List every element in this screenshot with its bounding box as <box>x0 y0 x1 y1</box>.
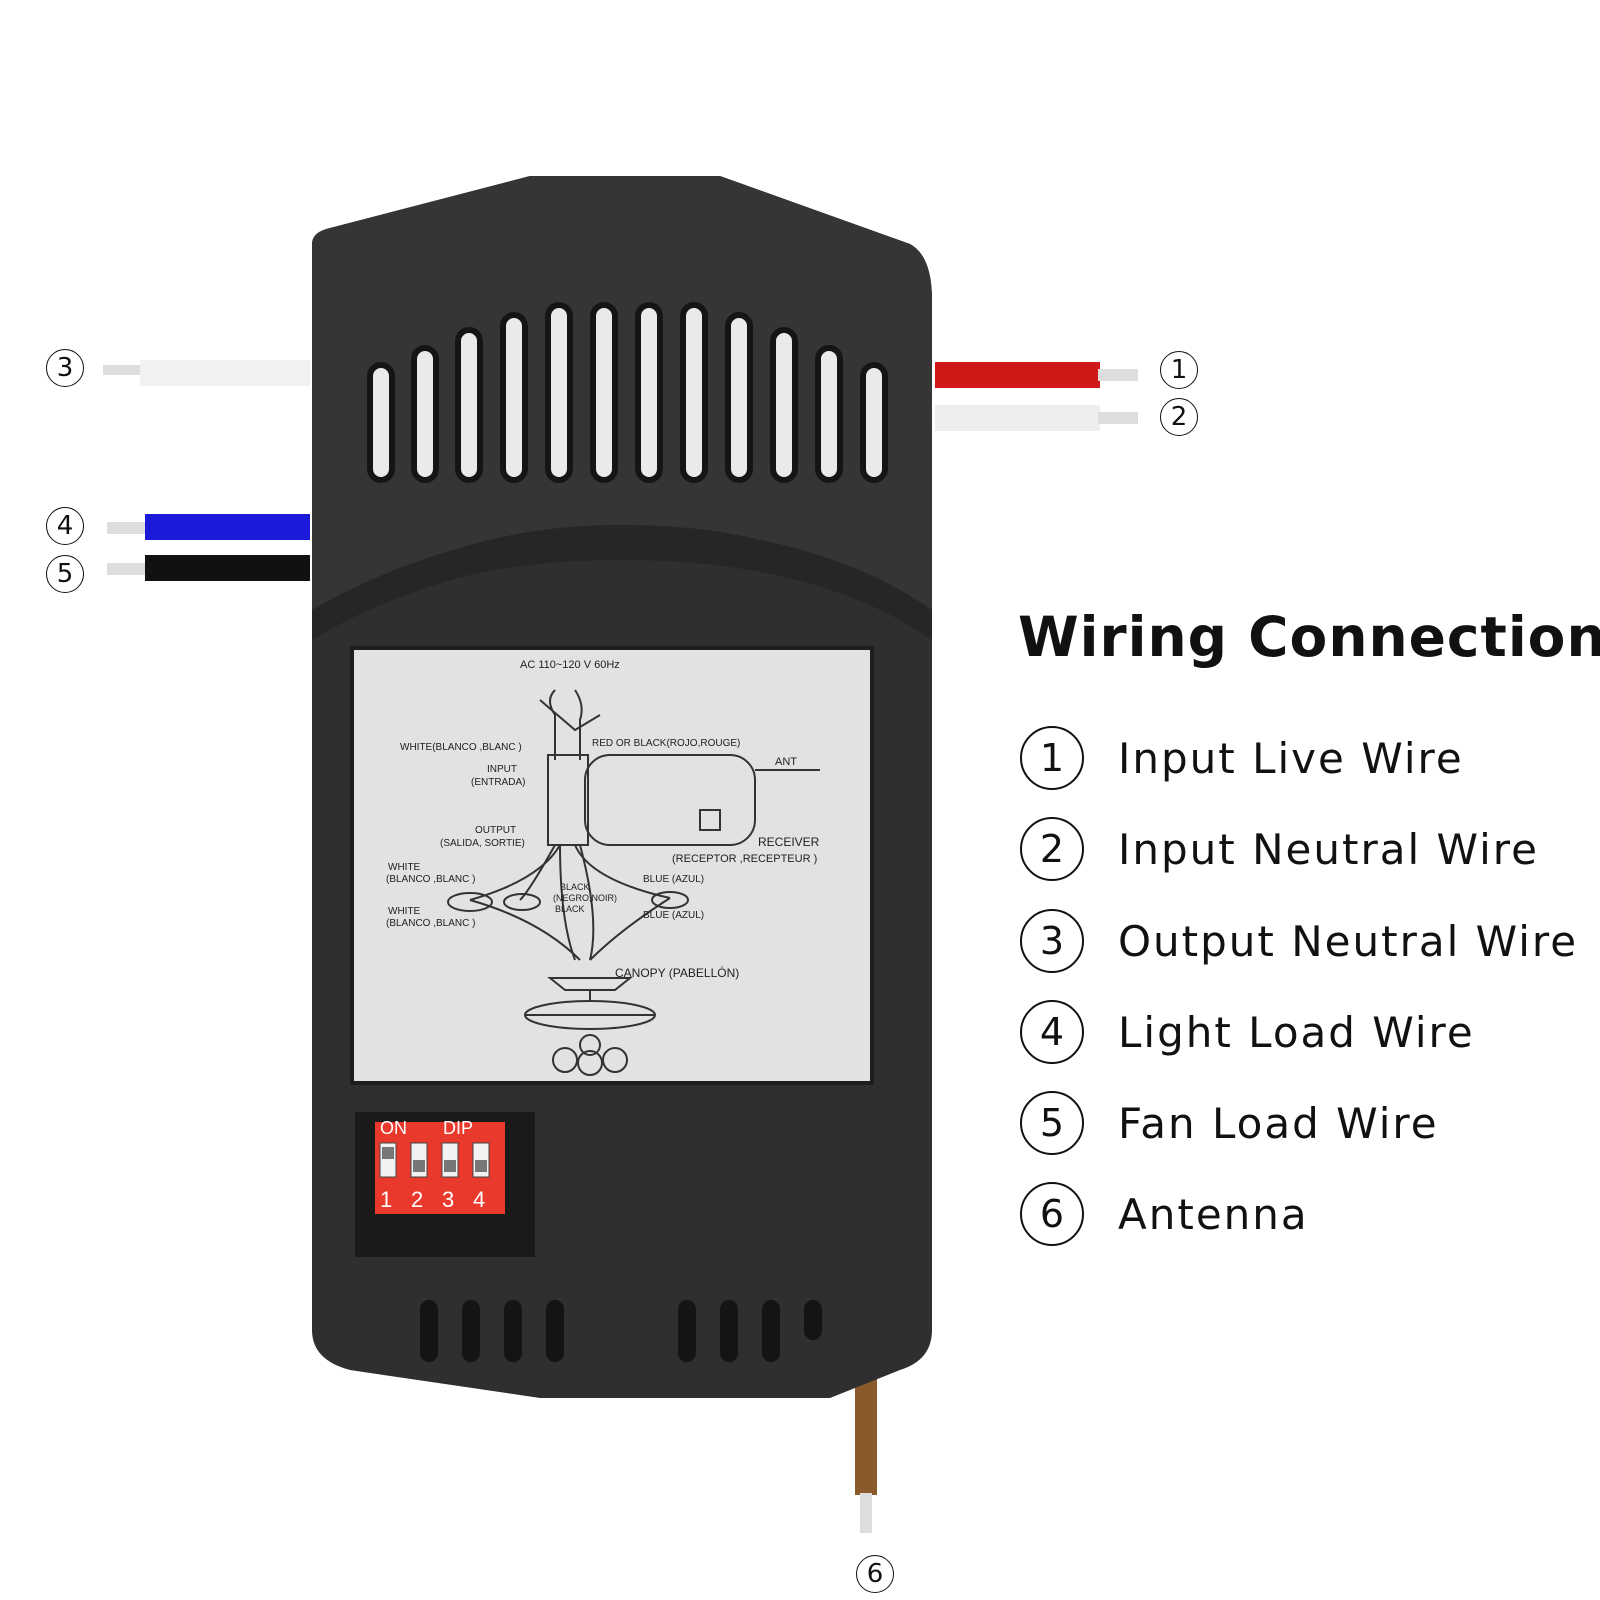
blue2-label: BLUE (AZUL) <box>643 910 704 921</box>
dip-on-label: ON <box>380 1118 407 1138</box>
dip-switch[interactable]: ON DIP 1 2 3 4 <box>355 1112 535 1257</box>
white-low-label: WHITE <box>388 906 421 917</box>
white-low-es-label: (BLANCO ,BLANC ) <box>386 918 475 929</box>
black2-label: BLACK <box>555 904 585 914</box>
legend-text: Fan Load Wire <box>1118 1098 1439 1148</box>
white-mid-es-label: (BLANCO ,BLANC ) <box>386 874 475 885</box>
vent-slots-bottom <box>420 1300 822 1362</box>
callout-6: 6 <box>856 1555 894 1593</box>
fan-load-wire <box>107 555 310 581</box>
blue1-label: BLUE (AZUL) <box>643 874 704 885</box>
ant-label: ANT <box>775 756 797 768</box>
input-es-label: (ENTRADA) <box>471 777 525 788</box>
black-es-label: (NEGRO,NOIR) <box>553 893 617 903</box>
vent-slots-top <box>367 302 888 483</box>
light-load-wire <box>107 514 310 540</box>
output-label: OUTPUT <box>475 825 516 836</box>
legend-text: Input Live Wire <box>1118 733 1464 783</box>
legend-number: 4 <box>1020 1000 1084 1064</box>
legend-item: 1 Input Live Wire <box>1020 722 1464 794</box>
output-es-label: (SALIDA, SORTIE) <box>440 838 525 849</box>
legend-title: Wiring Connection <box>1018 605 1600 669</box>
input-neutral-wire <box>935 405 1138 431</box>
output-neutral-wire <box>103 360 310 386</box>
black-label: BLACK <box>560 882 590 892</box>
red-black-label: RED OR BLACK(ROJO,ROUGE) <box>592 738 740 749</box>
legend-item: 2 Input Neutral Wire <box>1020 813 1539 885</box>
receiver-es-label: (RECEPTOR ,RECEPTEUR ) <box>672 853 817 865</box>
legend-item: 5 Fan Load Wire <box>1020 1087 1439 1159</box>
dip-dip-label: DIP <box>443 1118 473 1138</box>
legend-text: Input Neutral Wire <box>1118 824 1539 874</box>
legend-number: 5 <box>1020 1091 1084 1155</box>
dip-4-label: 4 <box>473 1187 485 1212</box>
legend-text: Antenna <box>1118 1189 1309 1239</box>
legend-item: 6 Antenna <box>1020 1178 1309 1250</box>
legend-number: 3 <box>1020 909 1084 973</box>
legend-number: 6 <box>1020 1182 1084 1246</box>
legend-item: 4 Light Load Wire <box>1020 996 1475 1068</box>
receiver-label: RECEIVER <box>758 835 820 849</box>
legend-text: Output Neutral Wire <box>1118 916 1579 966</box>
input-live-wire <box>935 362 1138 388</box>
callout-3: 3 <box>46 349 84 387</box>
input-label: INPUT <box>487 764 517 775</box>
white-top-label: WHITE(BLANCO ,BLANC ) <box>400 742 522 753</box>
legend-number: 2 <box>1020 817 1084 881</box>
legend-number: 1 <box>1020 726 1084 790</box>
dip-3-label: 3 <box>442 1187 454 1212</box>
white-mid-label: WHITE <box>388 862 421 873</box>
ac-label: AC 110~120 V 60Hz <box>520 659 620 671</box>
dip-1-label: 1 <box>380 1187 392 1212</box>
wiring-label-panel: AC 110~120 V 60Hz WHITE(BLANCO ,BLANC ) … <box>350 646 874 1085</box>
canopy-label: CANOPY (PABELLÓN) <box>615 965 739 980</box>
legend-item: 3 Output Neutral Wire <box>1020 905 1578 977</box>
dip-2-label: 2 <box>411 1187 423 1212</box>
callout-5: 5 <box>46 555 84 593</box>
legend-text: Light Load Wire <box>1118 1007 1475 1057</box>
callout-4: 4 <box>46 507 84 545</box>
callout-2: 2 <box>1160 398 1198 436</box>
callout-1: 1 <box>1160 351 1198 389</box>
